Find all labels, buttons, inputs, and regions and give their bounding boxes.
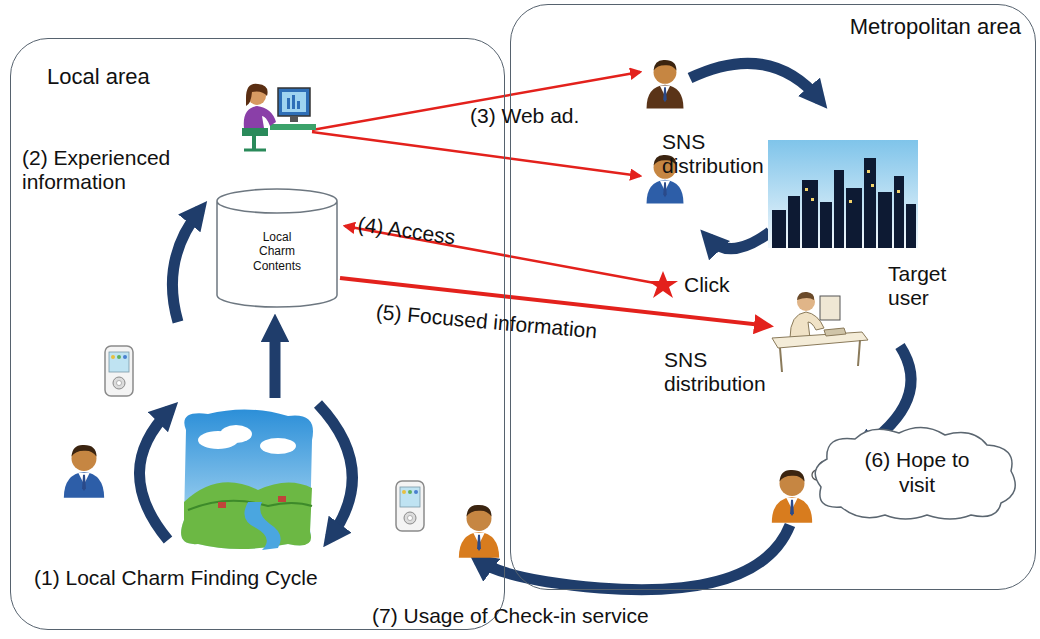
channel-label: SNS distribution [664,348,776,396]
channel-label: SNS distribution [662,130,774,178]
step-label: (3) Web ad. [470,104,610,128]
cloud-outline [811,423,1023,521]
region-title: Local area [47,63,197,92]
metropolitan-area-region: Metropolitan area (6) Hope to visit [510,4,1036,590]
cycle-label: (1) Local Charm Finding Cycle [34,566,394,590]
thought-cloud: (6) Hope to visit [811,423,1023,521]
user-label: Target user [888,262,988,310]
database-cylinder: Local Charm Contents [216,189,338,307]
cloud-label: (6) Hope to visit [862,447,972,497]
local-area-region: Local areaLocal Charm Contents [10,38,505,630]
region-title: Metropolitan area [843,13,1021,42]
step-label: (4) Access [356,212,488,254]
step-label: (7) Usage of Check-in service [372,604,732,628]
step-label: (5) Focused information [375,300,666,349]
database-label: Local Charm Contents [246,230,308,273]
step-label: (2) Experienced information [22,146,212,194]
click-star [648,271,678,298]
action-label: Click [684,273,754,297]
